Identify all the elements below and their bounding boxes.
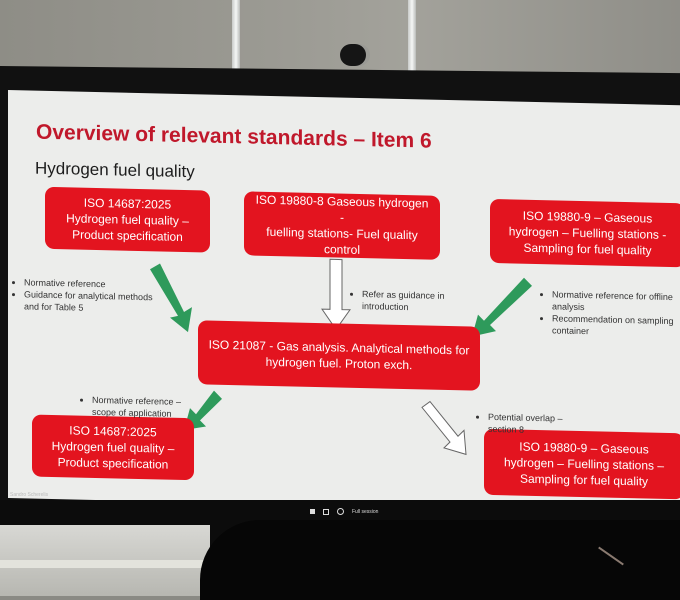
window-icon[interactable] <box>323 508 329 515</box>
wall-light-stripe <box>408 0 416 78</box>
wall-light-stripe <box>232 0 240 78</box>
webcam-icon <box>340 44 366 66</box>
note-item: Guidance for analytical methods and for … <box>24 288 160 315</box>
note-item: Normative reference – scope of applicati… <box>92 394 198 420</box>
note-bottom-right: Potential overlap – section 8 <box>474 411 584 437</box>
stop-share-icon[interactable] <box>310 509 315 514</box>
note-item: Recommendation on sampling container <box>552 312 678 339</box>
standard-box-iso-14687-bottom: ISO 14687:2025 Hydrogen fuel quality – P… <box>32 414 194 481</box>
note-top-center: Refer as guidance in introduction <box>348 288 468 315</box>
presenter-name-tag: Sandro Scherelis <box>10 492 49 498</box>
standard-box-iso-19880-9-top: ISO 19880-9 – Gaseous hydrogen – Fuellin… <box>490 198 680 268</box>
session-status-text: Full session <box>352 508 379 515</box>
window-frame <box>0 560 210 568</box>
note-item: Potential overlap – section 8 <box>488 411 584 437</box>
green-arrow-bottom-left-icon <box>184 390 222 430</box>
standard-box-iso-14687-top: ISO 14687:2025 Hydrogen fuel quality – P… <box>45 186 210 253</box>
green-arrow-top-left-icon <box>150 263 192 333</box>
note-item: Refer as guidance in introduction <box>362 288 468 314</box>
standard-box-iso-21087: ISO 21087 - Gas analysis. Analytical met… <box>198 320 480 391</box>
chair-silhouette <box>200 520 680 600</box>
presentation-slide: Overview of relevant standards – Item 6 … <box>8 90 680 514</box>
standard-box-iso-19880-9-bottom: ISO 19880-9 – Gaseous hydrogen – Fuellin… <box>484 428 680 500</box>
settings-icon[interactable] <box>337 508 344 515</box>
hollow-arrow-diagonal-icon <box>421 400 467 456</box>
room-wall <box>0 0 680 78</box>
standard-box-iso-19880-8: ISO 19880-8 Gaseous hydrogen - fuelling … <box>244 191 440 260</box>
note-bottom-left: Normative reference – scope of applicati… <box>78 394 198 421</box>
note-top-right: Normative reference for offline analysis… <box>538 288 678 339</box>
arrow-layer <box>150 258 532 456</box>
meeting-controls: Full session <box>310 508 378 515</box>
hollow-arrow-down-icon <box>321 258 351 331</box>
note-top-left: Normative reference Guidance for analyti… <box>10 276 160 315</box>
green-arrow-top-right-icon <box>472 277 532 337</box>
note-item: Normative reference for offline analysis <box>552 288 678 315</box>
